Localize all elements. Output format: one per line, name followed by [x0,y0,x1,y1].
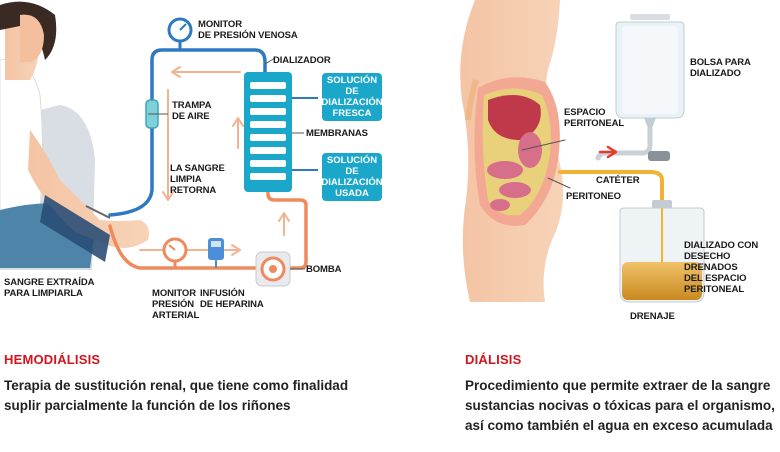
leader-lines [148,57,276,115]
label-drainage: DRENAJE [630,311,675,322]
blood-circuit [108,48,308,270]
label-dialysate-bag: BOLSA PARA DIALIZADO [690,57,751,79]
dialysis-description: Procedimiento que permite extraer de la … [465,378,775,433]
label-arterial-monitor: MONITOR PRESIÓN ARTERIAL [152,288,200,321]
dialysis-title: DIÁLISIS [465,352,522,367]
label-blood-extracted: SANGRE EXTRAÍDA PARA LIMPIARLA [4,277,95,299]
arterial-pressure-monitor [162,237,188,268]
label-venous-monitor: MONITOR DE PRESIÓN VENOSA [198,19,298,41]
heparin-infusion-icon [208,238,224,268]
label-drained-dialysate: DIALIZADO CON DESECHO DRENADOS DEL ESPAC… [684,240,759,295]
hemodialysis-title: HEMODIÁLISIS [4,352,101,367]
label-catheter: CATÉTER [596,175,640,186]
label-air-trap: TRAMPA DE AIRE [172,100,212,122]
dialyzer [244,72,318,192]
dialysate-bag [615,14,685,128]
label-peritoneum: PERITONEO [566,191,621,202]
label-peritoneal-space: ESPACIO PERITONEAL [564,107,625,129]
catheter-line [521,125,670,202]
patient-figure [0,1,149,270]
hemodialysis-description: Terapia de sustitución renal, que tiene … [4,378,349,413]
torso-illustration [460,0,564,302]
label-dialyzer: DIALIZADOR [273,55,331,66]
used-solution-box: SOLUCIÓN DE DIALIZACIÓN USADA [321,153,383,201]
label-clean-blood-returns: LA SANGRE LIMPIA RETORNA [170,163,225,196]
drainage-bag [619,200,705,303]
label-pump: BOMBA [306,264,342,275]
label-heparin: INFUSIÓN DE HEPARINA [200,288,264,310]
venous-pressure-monitor [167,17,193,50]
label-membranes: MEMBRANAS [306,128,368,139]
blood-pump [255,251,305,287]
fresh-solution-box: SOLUCIÓN DE DIALIZACIÓN FRESCA [321,73,383,121]
